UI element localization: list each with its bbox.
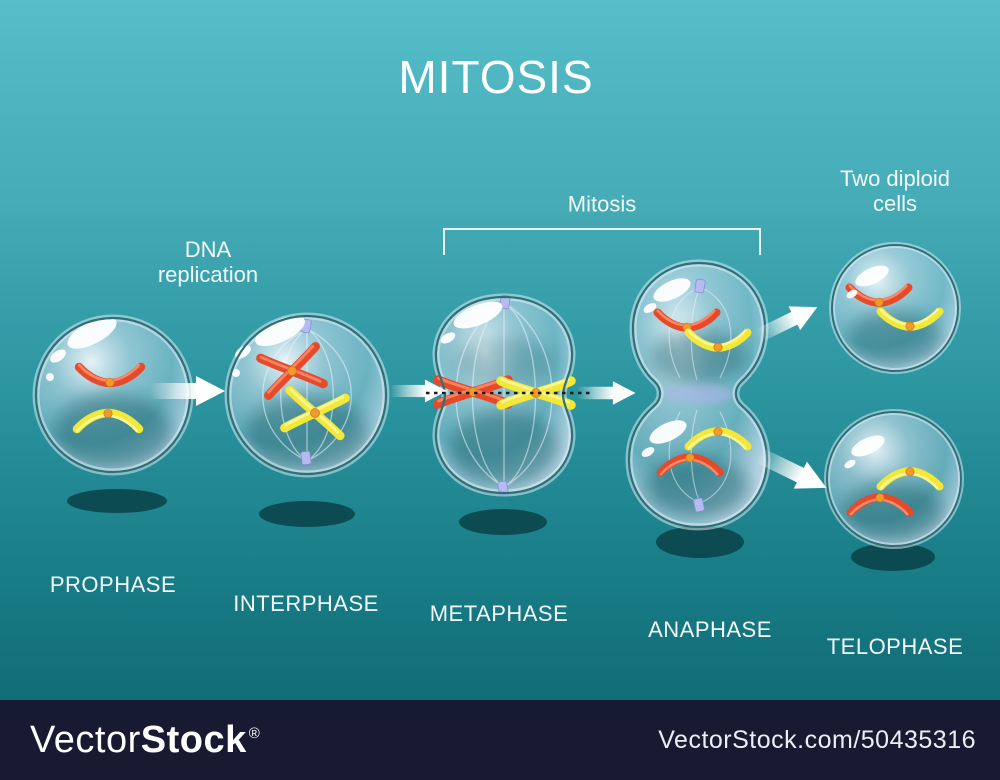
red-chromosome — [657, 310, 717, 332]
cleavage-furrow — [665, 384, 733, 404]
stage-label-anaphase: ANAPHASE — [648, 617, 772, 642]
cell-highlight — [846, 265, 889, 299]
brand-regular: Vector — [30, 718, 141, 761]
red-chromosome — [78, 364, 142, 388]
red-chromosome — [260, 345, 324, 396]
red-chromosome — [849, 285, 909, 307]
red-chromosome — [850, 493, 910, 515]
centrosomes — [497, 294, 511, 496]
stage-label-interphase: INTERPHASE — [233, 591, 379, 616]
telophase-cell-top — [829, 242, 961, 374]
diagram-title: MITOSIS — [398, 51, 594, 103]
result-line1: Two diploid — [839, 166, 951, 191]
dna-replication-line1: DNA — [184, 237, 232, 262]
mitosis-bracket — [443, 228, 761, 255]
interphase-shadow — [259, 501, 355, 527]
yellow-chromosome — [76, 408, 140, 432]
arrow-metaphase-to-anaphase — [577, 381, 636, 405]
cell-highlight — [440, 301, 503, 344]
cell-highlight — [641, 278, 691, 457]
cell-highlight — [46, 317, 117, 381]
cell-shadows — [67, 489, 935, 571]
telophase-shadow — [851, 543, 935, 571]
metaphase-shadow — [459, 509, 547, 535]
interphase-cell — [224, 312, 390, 478]
yellow-chromosome — [688, 427, 748, 449]
dna-replication-annotation: DNA replication — [158, 237, 258, 287]
yellow-chromosome — [880, 309, 940, 331]
watermark-bar: VectorStock® VectorStock.com/50435316 — [0, 700, 1000, 780]
anaphase-shadow — [656, 526, 744, 558]
vectorstock-logo: VectorStock® — [30, 719, 260, 762]
two-diploid-cells-annotation: Two diploid cells — [840, 166, 950, 216]
metaphase-cell — [432, 293, 576, 497]
stage-label-metaphase: METAPHASE — [429, 601, 569, 626]
image-reference: VectorStock.com/50435316 — [658, 725, 976, 754]
mitosis-bracket-label: Mitosis — [567, 191, 637, 217]
stage-label-telophase: TELOPHASE — [826, 634, 964, 659]
cell-highlight — [844, 435, 885, 469]
prophase-shadow — [67, 489, 167, 513]
stage-label-prophase: PROPHASE — [49, 572, 177, 597]
telophase-cell-bottom — [824, 409, 964, 549]
yellow-chromosome — [688, 330, 748, 352]
result-line2: cells — [872, 191, 918, 216]
dna-replication-line2: replication — [157, 262, 259, 287]
anaphase-cell — [625, 259, 771, 531]
registered-mark: ® — [248, 724, 261, 742]
brand-bold: Stock — [140, 718, 247, 761]
red-chromosome — [660, 453, 720, 475]
yellow-chromosome — [880, 467, 940, 489]
centrosomes — [693, 278, 706, 513]
yellow-chromosome — [284, 389, 346, 437]
